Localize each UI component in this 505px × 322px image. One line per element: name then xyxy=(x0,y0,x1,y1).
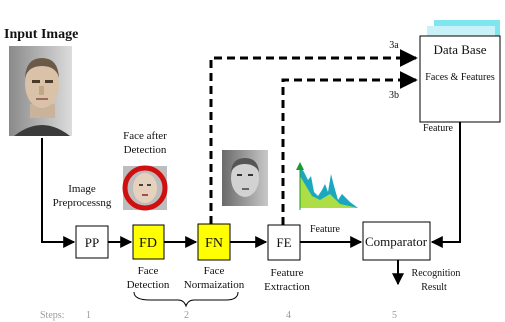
comparator-block xyxy=(362,221,431,261)
input-face-image xyxy=(9,46,72,136)
face-after-detection-label-line1: Face after xyxy=(123,130,167,142)
step-number-5: 5 xyxy=(392,310,397,321)
recognition-result-line2: Result xyxy=(421,282,447,293)
fd-caption-line1: Face xyxy=(138,265,159,277)
fe-feature-label: Feature xyxy=(310,224,341,235)
database-box xyxy=(419,20,501,123)
normalized-face-image xyxy=(222,150,268,206)
comparator-block-label: Comparator xyxy=(365,234,428,249)
grouping-brace xyxy=(133,291,239,308)
pp-block-label: PP xyxy=(85,235,99,250)
database-title: Data Base xyxy=(433,42,486,57)
recognition-result-line1: Recognition xyxy=(412,268,461,279)
path-3a-label: 3a xyxy=(389,40,399,51)
fd-block-label: FD xyxy=(139,236,157,251)
step-number-1: 1 xyxy=(86,310,91,321)
pp-block xyxy=(75,225,109,259)
image-preprocessing-label-line2: Preprocessng xyxy=(53,197,112,209)
image-preprocessing-label-line1: Image xyxy=(68,183,96,195)
arrow-input-to-pp xyxy=(41,138,76,248)
fe-block-label: FE xyxy=(276,235,291,250)
detected-face-image xyxy=(122,165,168,211)
input-image-label: Input Image xyxy=(4,27,78,42)
fd-block xyxy=(132,224,165,260)
fe-caption-line1: Feature xyxy=(271,267,304,279)
fn-caption-line1: Face xyxy=(204,265,225,277)
fd-caption-line2: Detection xyxy=(127,279,170,291)
fn-block xyxy=(197,223,231,261)
database-feature-label: Feature xyxy=(423,123,454,134)
feature-histogram xyxy=(296,162,358,210)
database-subtitle: Faces & Features xyxy=(425,72,495,83)
step-number-2: 2 xyxy=(184,310,189,321)
fn-caption-line2: Normaization xyxy=(184,279,245,291)
arrow-database-to-comparator xyxy=(430,122,461,248)
steps-label: Steps: xyxy=(40,310,64,321)
path-3b-label: 3b xyxy=(389,90,399,101)
dashed-arrow-3b xyxy=(281,71,418,225)
step-number-4: 4 xyxy=(286,310,291,321)
face-after-detection-label-line2: Detection xyxy=(124,144,167,156)
fe-caption-line2: Extraction xyxy=(264,281,310,293)
dashed-arrow-3a xyxy=(209,49,418,224)
fn-block-label: FN xyxy=(205,236,223,251)
